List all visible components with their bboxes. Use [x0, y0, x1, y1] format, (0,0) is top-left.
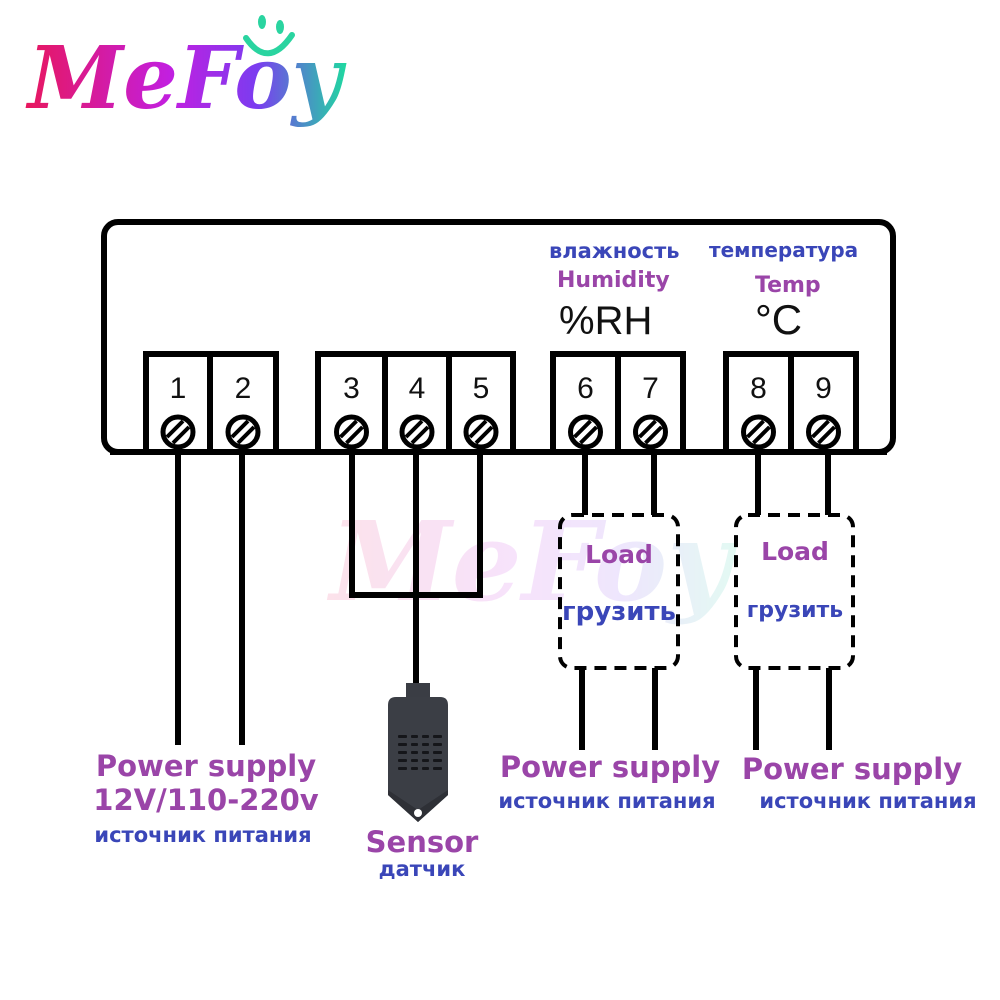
humidity-supply-label-en: Power supply — [500, 750, 720, 784]
watermark-logo: MeFoy — [326, 497, 738, 626]
screw-terminal-9-icon[interactable] — [809, 417, 839, 447]
svg-text:MeFoy: MeFoy — [326, 497, 738, 626]
smiley-icon — [243, 15, 295, 57]
terminal-number-5: 5 — [473, 372, 490, 405]
humidity-load-label-ru: грузить — [562, 597, 676, 627]
terminal-number-7: 7 — [642, 372, 659, 405]
temperature-label-ru: температура — [709, 238, 858, 262]
temp-load-label-ru: грузить — [747, 598, 843, 623]
terminal-number-6: 6 — [577, 372, 594, 405]
terminal-number-8: 8 — [750, 372, 767, 405]
terminal-number-9: 9 — [815, 372, 832, 405]
humidity-load-label-en: Load — [585, 540, 653, 569]
sensor-label-en: Sensor — [366, 825, 479, 859]
brand-logo: MeFoy — [25, 15, 347, 129]
humidity-sensor-icon — [388, 683, 448, 822]
main-power-voltage: 12V/110-220v — [93, 783, 318, 817]
screw-terminal-4-icon[interactable] — [402, 417, 432, 447]
screw-terminal-6-icon[interactable] — [571, 417, 601, 447]
screw-terminal-5-icon[interactable] — [466, 417, 496, 447]
temp-supply-label-en: Power supply — [742, 752, 962, 786]
main-power-label-ru: источник питания — [94, 823, 311, 847]
temp-load-label-en: Load — [761, 537, 829, 566]
screw-terminal-7-icon[interactable] — [636, 417, 666, 447]
wiring — [175, 450, 832, 750]
main-power-label-en: Power supply — [96, 749, 316, 783]
terminal-number-1: 1 — [170, 372, 187, 405]
terminal-number-3: 3 — [343, 372, 360, 405]
screw-terminal-8-icon[interactable] — [744, 417, 774, 447]
logo-text: MeFoy — [25, 28, 347, 129]
humidity-load-box — [558, 513, 680, 670]
sensor-label-ru: датчик — [379, 857, 466, 881]
humidity-label-ru: влажность — [549, 239, 680, 263]
humidity-label-en: Humidity — [557, 268, 670, 293]
temp-load-box — [734, 513, 855, 670]
terminal-number-4: 4 — [409, 372, 426, 405]
temp-supply-label-ru: источник питания — [759, 789, 976, 813]
screw-terminal-3-icon[interactable] — [337, 417, 367, 447]
screw-terminal-2-icon[interactable] — [228, 417, 258, 447]
humidity-unit: %RH — [559, 299, 652, 343]
humidity-supply-label-ru: источник питания — [498, 789, 715, 813]
screw-terminal-1-icon[interactable] — [163, 417, 193, 447]
temperature-unit: °C — [755, 296, 802, 343]
terminal-number-2: 2 — [235, 372, 252, 405]
temperature-label-en: Temp — [755, 273, 821, 298]
terminal-blocks: 1 2 3 4 5 6 7 8 9 — [110, 351, 887, 455]
